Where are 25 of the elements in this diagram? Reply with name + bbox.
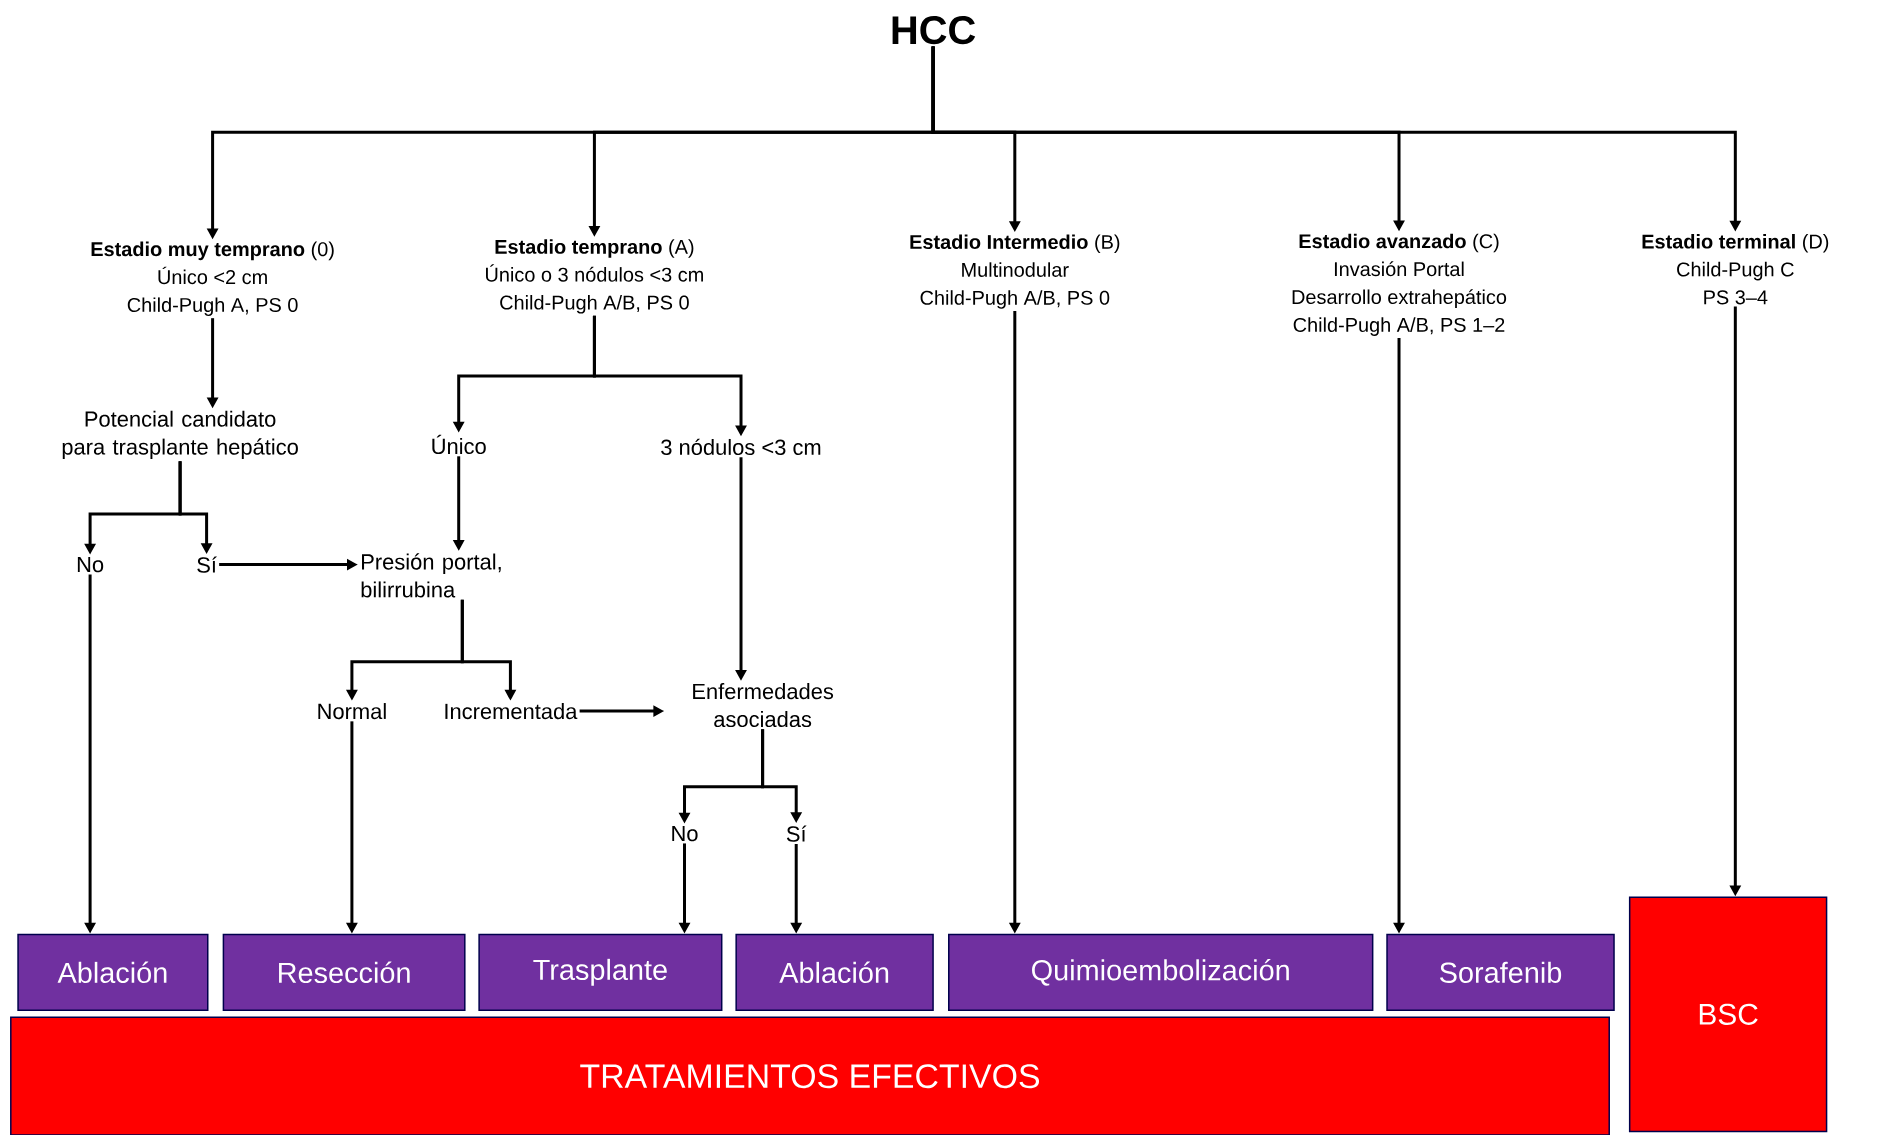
stage-label: Estadio avanzado (C) Invasión Portal Desarrollo extrahepático Child-Pugh A/B, PS 1–2 xyxy=(1292,233,1507,336)
stage-label: Estadio temprano (A) Único o 3 nódulos <3 cm Child-Pugh A/B, PS 0 xyxy=(486,239,703,314)
stage-label: Estadio terminal (D) Child-Pugh C PS 3–4 xyxy=(1642,234,1829,305)
treatment-box: Trasplante xyxy=(478,933,723,1011)
treatment-box: Ablación xyxy=(735,933,934,1011)
decision-label: Potencial candidato para trasplante hepático xyxy=(62,410,298,460)
treatment-box: Ablación xyxy=(17,933,209,1011)
treatment-box: Quimioembolización xyxy=(948,933,1374,1011)
decision-label: 3 nódulos <3 cm xyxy=(661,438,821,456)
outcome-box: TRATAMIENTOS EFECTIVOS xyxy=(10,1016,1610,1135)
decision-label: Único xyxy=(432,434,486,455)
decision-label: Normal xyxy=(318,703,386,720)
treatment-box: Resección xyxy=(222,933,466,1011)
treatment-box: Sorafenib xyxy=(1386,933,1615,1011)
decision-label: No xyxy=(77,556,104,573)
stage-label: Estadio muy temprano (0) Único <2 cm Child-Pugh A, PS 0 xyxy=(91,241,334,316)
decision-label: Sí xyxy=(786,825,807,842)
decision-label: Presión portal, bilirrubina xyxy=(361,553,501,598)
decision-label: Enfermedades asociadas xyxy=(693,683,834,728)
stage-label: Estadio Intermedio (B) Multinodular Child-Pugh A/B, PS 0 xyxy=(910,234,1120,309)
root-label: HCC xyxy=(892,16,976,45)
decision-label: Sí xyxy=(197,556,217,573)
decision-label: Incrementada xyxy=(445,703,578,720)
outcome-box: BSC xyxy=(1628,896,1828,1133)
decision-label: No xyxy=(672,825,698,842)
